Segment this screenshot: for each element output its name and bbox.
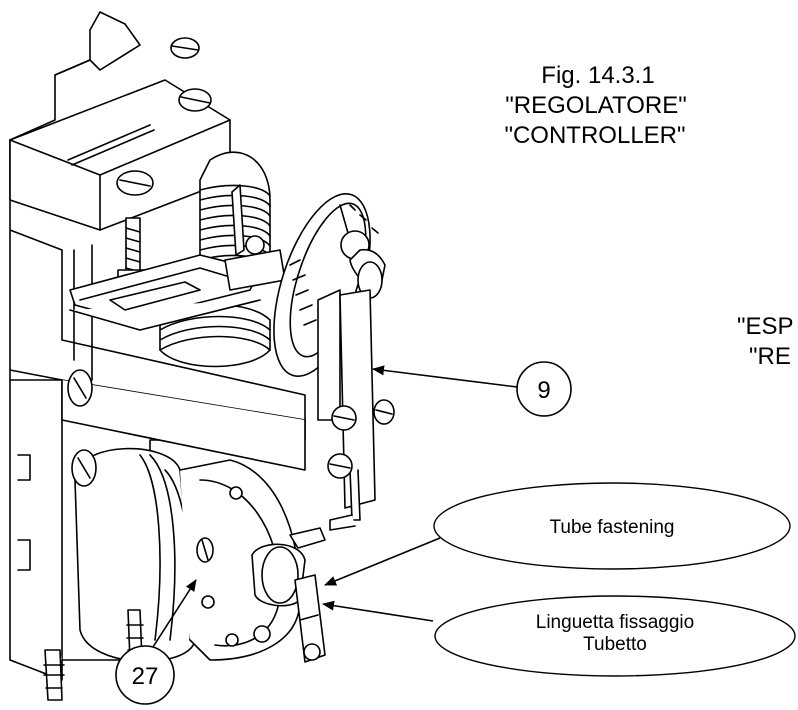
setting-knob xyxy=(317,230,386,421)
callout-number-9: 9 xyxy=(537,377,550,404)
leader-line-9 xyxy=(372,365,518,388)
callout-circle-27 xyxy=(115,645,175,705)
leader-line-tube-fastening xyxy=(324,537,441,586)
leader-line-linguetta xyxy=(322,600,434,622)
callouts: 9 27 Tube fastening Linguetta fissaggio … xyxy=(115,361,796,705)
frame-side-screws xyxy=(67,369,97,487)
cut-off-label-1: "ESP xyxy=(737,313,794,340)
lower-actuator xyxy=(74,447,301,663)
pin-mechanism xyxy=(224,184,286,291)
controller-assembly-drawing xyxy=(9,11,395,701)
top-screws xyxy=(116,37,212,196)
callout-number-27: 27 xyxy=(132,663,159,690)
upper-yoke-block xyxy=(9,11,231,231)
callout-linguetta-line1: Linguetta fissaggio xyxy=(536,612,694,633)
callout-circle-9 xyxy=(516,361,572,417)
tube-link xyxy=(327,289,395,531)
callout-tube-fastening-label: Tube fastening xyxy=(550,517,675,538)
caption-italian-title: "REGOLATORE" xyxy=(505,92,687,119)
figure-caption: Fig. 14.3.1 "REGOLATORE" "CONTROLLER" "E… xyxy=(504,62,793,370)
caption-fig-number: Fig. 14.3.1 xyxy=(541,62,654,89)
callout-linguetta-line2: Tubetto xyxy=(583,634,647,655)
cut-off-label-2: "RE xyxy=(749,343,791,370)
lever-plates xyxy=(69,254,261,331)
caption-english-title: "CONTROLLER" xyxy=(504,122,685,149)
callout-ellipse-linguetta xyxy=(434,595,796,677)
tube-fastening-clamp xyxy=(251,527,326,663)
leader-line-27 xyxy=(152,579,197,648)
callout-ellipse-tube-fastening xyxy=(433,482,791,570)
